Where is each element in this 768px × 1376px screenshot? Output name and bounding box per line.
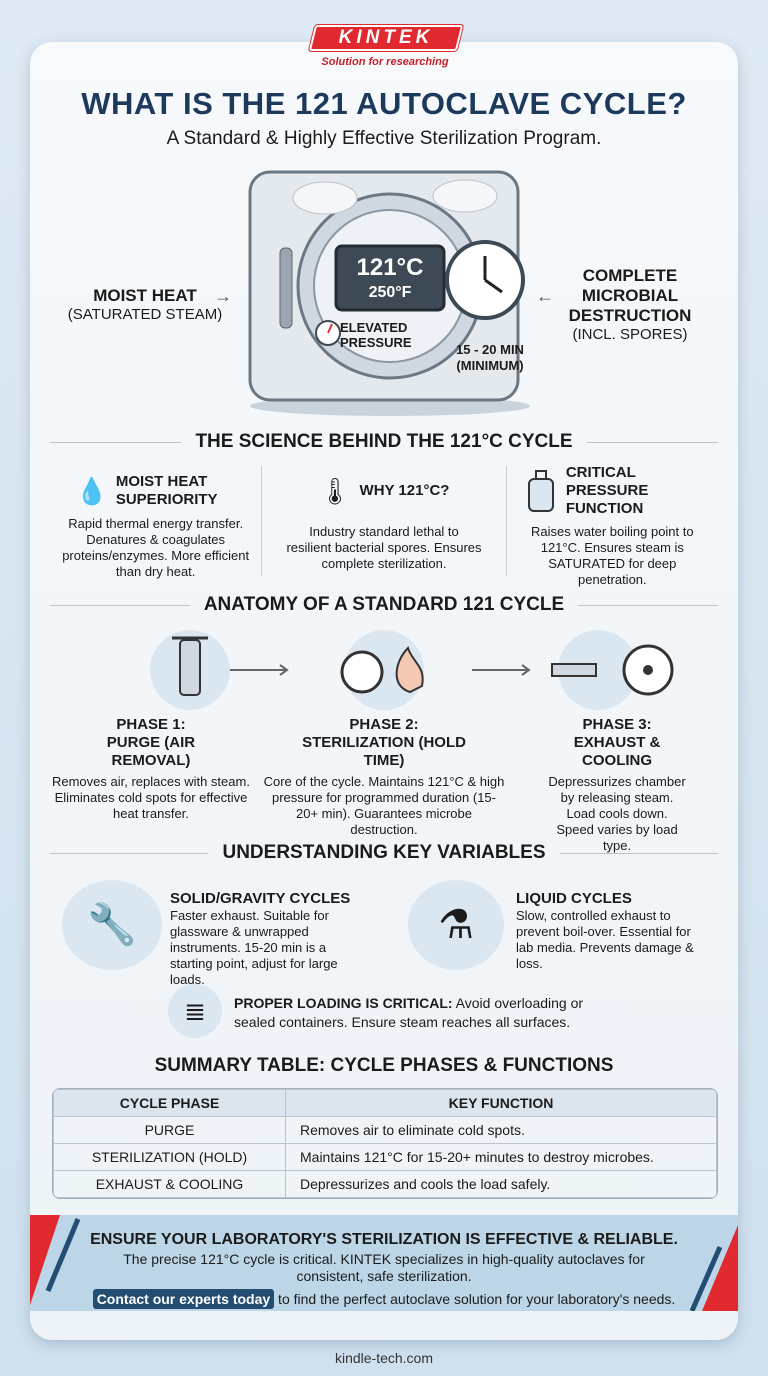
water-drops-icon: 💧 (75, 475, 108, 506)
science-row: 💧MOIST HEAT SUPERIORITY Rapid thermal en… (50, 464, 718, 587)
arrow-right-icon: → (214, 286, 232, 306)
phase-icons (150, 630, 674, 710)
science-section-header: THE SCIENCE BEHIND THE 121°C CYCLE (50, 431, 719, 453)
kintek-logo: KINTEK (308, 25, 464, 51)
autoclave-illustration (248, 170, 530, 416)
moist-heat-sub: (SATURATED STEAM) (67, 306, 223, 323)
thermometer-icon: 🌡 (318, 475, 352, 506)
tools-glassware-icon: 🔧 (62, 880, 162, 970)
stopwatch-icon (340, 650, 384, 694)
page-title: WHAT IS THE 121 AUTOCLAVE CYCLE? (81, 86, 687, 121)
flame-icon (395, 646, 424, 694)
table-row: STERILIZATION (HOLD)Maintains 121°C for … (53, 1143, 717, 1171)
variables-section-header: UNDERSTANDING KEY VARIABLES (50, 842, 718, 864)
banner-stripes (30, 1215, 738, 1311)
liquid-bottles-icon: ⚗ (408, 880, 504, 970)
contact-experts-link[interactable]: Contact our experts today (92, 1289, 275, 1309)
phases-row: PHASE 1: PURGE (AIR REMOVAL)Removes air,… (40, 716, 728, 854)
timer-sub: (MINIMUM) (456, 358, 524, 373)
science-item: 💧MOIST HEAT SUPERIORITY Rapid thermal en… (62, 473, 250, 579)
cta-banner: ENSURE YOUR LABORATORY'S STERILIZATION I… (30, 1215, 738, 1311)
phase-2: PHASE 2: STERILIZATION (HOLD TIME)Core o… (263, 716, 505, 837)
gauge-label: ELEVATED PRESSURE (340, 320, 412, 350)
page-subtitle: A Standard & Highly Effective Sterilizat… (166, 128, 602, 149)
stacked-layers-icon: ≣ (168, 984, 222, 1038)
loading-note: PROPER LOADING IS CRITICAL: Avoid overlo… (234, 995, 584, 1030)
destruction-label: COMPLETE MICROBIAL DESTRUCTION (568, 266, 692, 325)
temp-f: 250°F (368, 284, 412, 301)
pump-icon (179, 639, 201, 696)
phase-1: PHASE 1: PURGE (AIR REMOVAL)Removes air,… (51, 716, 250, 821)
moist-heat-label: MOIST HEAT (93, 286, 197, 305)
banner-cta-line: Contact our experts today to find the pe… (70, 1289, 698, 1309)
arrow-left-icon: ← (536, 286, 554, 306)
temp-c: 121°C (356, 254, 424, 281)
banner-text: The precise 121°C cycle is critical. KIN… (123, 1251, 645, 1284)
valve-icon (551, 663, 597, 677)
timer-label: 15 - 20 MIN (456, 342, 524, 357)
footer-url[interactable]: kindle-tech.com (334, 1350, 434, 1366)
science-item: 🌡WHY 121°C? Industry standard lethal to … (286, 475, 482, 572)
destruction-sub: (INCL. SPORES) (572, 326, 688, 343)
pressure-vessel-icon (527, 470, 554, 512)
anatomy-section-header: ANATOMY OF A STANDARD 121 CYCLE (50, 594, 718, 616)
tagline: Solution for researching (321, 56, 449, 68)
science-item: CRITICAL PRESSURE FUNCTION Raises water … (507, 464, 718, 587)
summary-heading: SUMMARY TABLE: CYCLE PHASES & FUNCTIONS (154, 1055, 614, 1076)
banner-headline: ENSURE YOUR LABORATORY'S STERILIZATION I… (90, 1231, 678, 1248)
